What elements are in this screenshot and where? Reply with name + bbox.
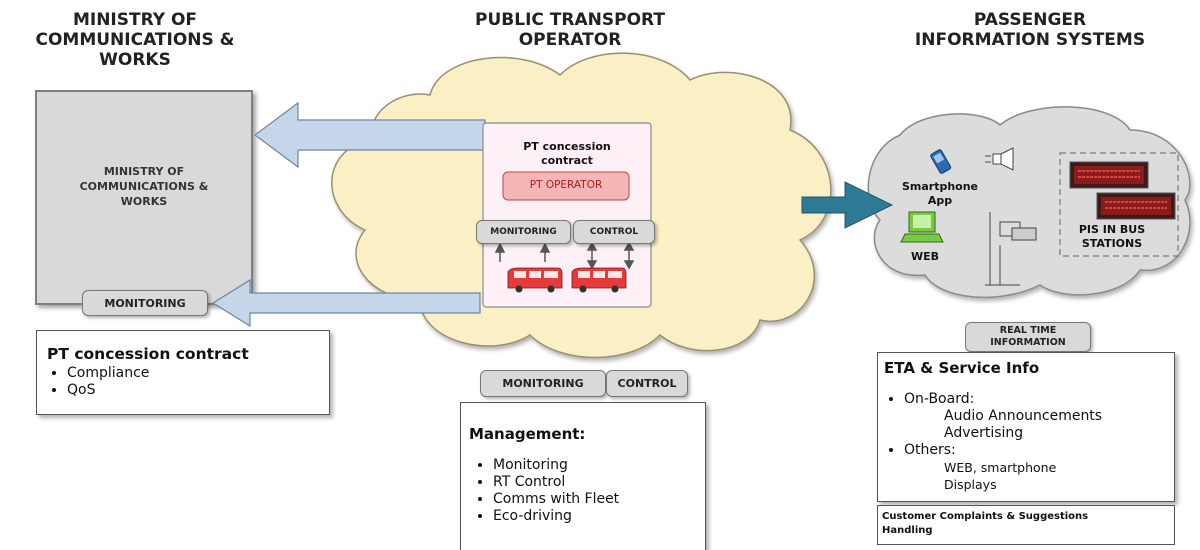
bus-stations-label: PIS IN BUS STATIONS [1078,223,1146,250]
panel-control-button: CONTROL [573,220,655,244]
operator-header: PUBLIC TRANSPORT OPERATOR [475,10,665,50]
operator-panel [482,122,652,308]
arrow-to-ministry [253,101,486,169]
real-time-information-badge: REAL TIME INFORMATION [965,322,1091,352]
arrow-to-monitoring [211,278,481,328]
computer-icon [900,211,944,243]
contract-box: PT concession contract Compliance QoS [36,330,330,415]
onboard-item: On-Board: Audio Announcements Advertisin… [904,391,1166,442]
bus-icon [507,267,563,293]
pis-header: PASSENGER INFORMATION SYSTEMS [914,10,1146,50]
onboard-sub-item: Audio Announcements [944,408,1103,424]
led-display-icon [1096,192,1176,220]
pt-operator-label: PT OPERATOR [529,179,603,191]
management-title: Management: [469,425,586,443]
pis-cloud [867,106,1191,299]
pt-operator-box [502,171,630,201]
bottom-monitoring-button: MONITORING [480,370,606,397]
contract-title: PT concession contract [47,345,249,363]
bus-stations-frame [1059,152,1179,257]
operator-panel-title: PT concession contract [523,140,611,167]
ministry-monitoring-button: MONITORING [82,290,208,316]
list-item: RT Control [493,474,697,491]
panel-arrows [494,241,635,270]
ministry-header: MINISTRY OF COMMUNICATIONS & WORKS [35,10,235,70]
others-label: Others: [904,442,956,458]
list-item: Monitoring [493,457,697,474]
arrow-to-pis [801,181,894,229]
bottom-control-button: CONTROL [606,370,688,397]
ministry-box-label: MINISTRY OF COMMUNICATIONS & WORKS [79,165,209,208]
panel-monitoring-button: MONITORING [476,220,571,244]
list-item: Eco-driving [493,508,697,525]
complaints-label: Customer Complaints & Suggestions Handli… [882,511,1089,536]
complaints-box: Customer Complaints & Suggestions Handli… [877,505,1175,545]
list-item: Compliance [67,365,319,382]
list-item: Comms with Fleet [493,491,697,508]
eta-title: ETA & Service Info [884,359,1040,377]
onboard-label: On-Board: [904,391,975,407]
list-item: QoS [67,382,319,399]
speaker-icon [985,147,1014,171]
ministry-box: MINISTRY OF COMMUNICATIONS & WORKS [35,90,253,305]
onboard-sub-item: Advertising [944,425,1024,441]
smartphone-app-label: Smartphone App [901,180,979,207]
smartphone-icon [930,149,952,174]
led-display-icon [1069,161,1149,189]
web-label: WEB [910,250,940,263]
others-sub-item: Displays [944,477,997,492]
others-sub-item: WEB, smartphone [944,460,1057,475]
others-item: Others: WEB, smartphone Displays [904,442,1166,493]
bus-icon [571,267,627,293]
management-box: Management: Monitoring RT Control Comms … [460,402,706,550]
display-pole-icon [985,212,1037,286]
eta-box: ETA & Service Info On-Board: Audio Annou… [877,352,1175,502]
